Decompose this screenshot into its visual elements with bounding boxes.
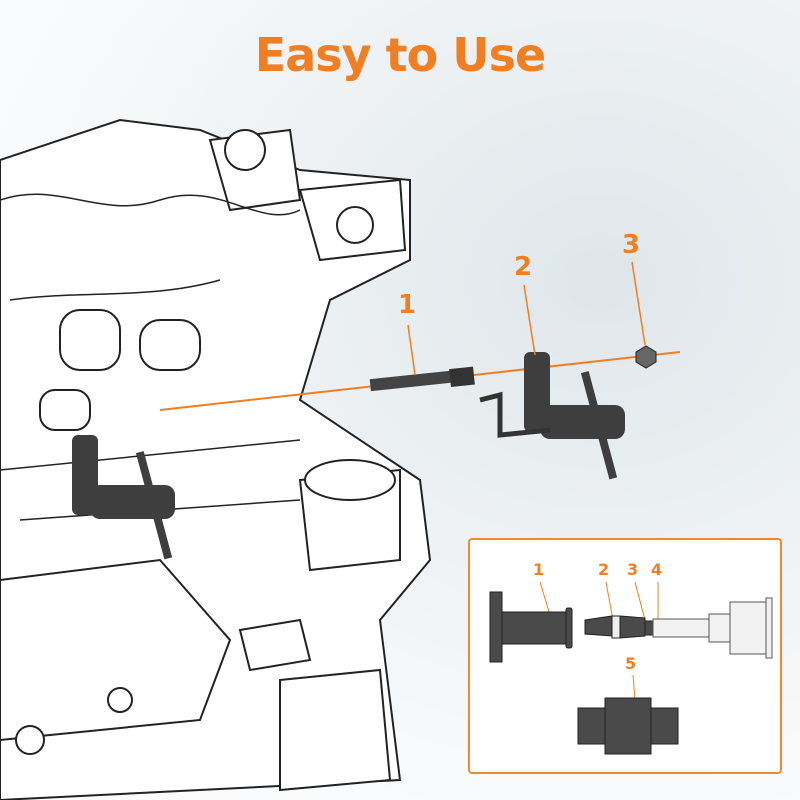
callout-1: 1 (398, 290, 417, 320)
part-1-threaded-rod (369, 370, 456, 392)
inset-callout-2: 2 (598, 560, 610, 579)
parts-breakdown-drawing (489, 581, 773, 755)
page-title: Easy to Use (254, 28, 546, 82)
part-3-nut (635, 345, 657, 369)
part-2-bracket (479, 352, 625, 480)
callout-3: 3 (622, 230, 641, 260)
inset-callout-3: 3 (627, 560, 639, 579)
inset-callout-1: 1 (533, 560, 545, 579)
inset-callout-4: 4 (651, 560, 663, 579)
parts-inset-panel: 1 2 3 4 5 (468, 538, 782, 774)
inset-callout-5: 5 (625, 654, 637, 673)
callout-2: 2 (514, 252, 533, 282)
